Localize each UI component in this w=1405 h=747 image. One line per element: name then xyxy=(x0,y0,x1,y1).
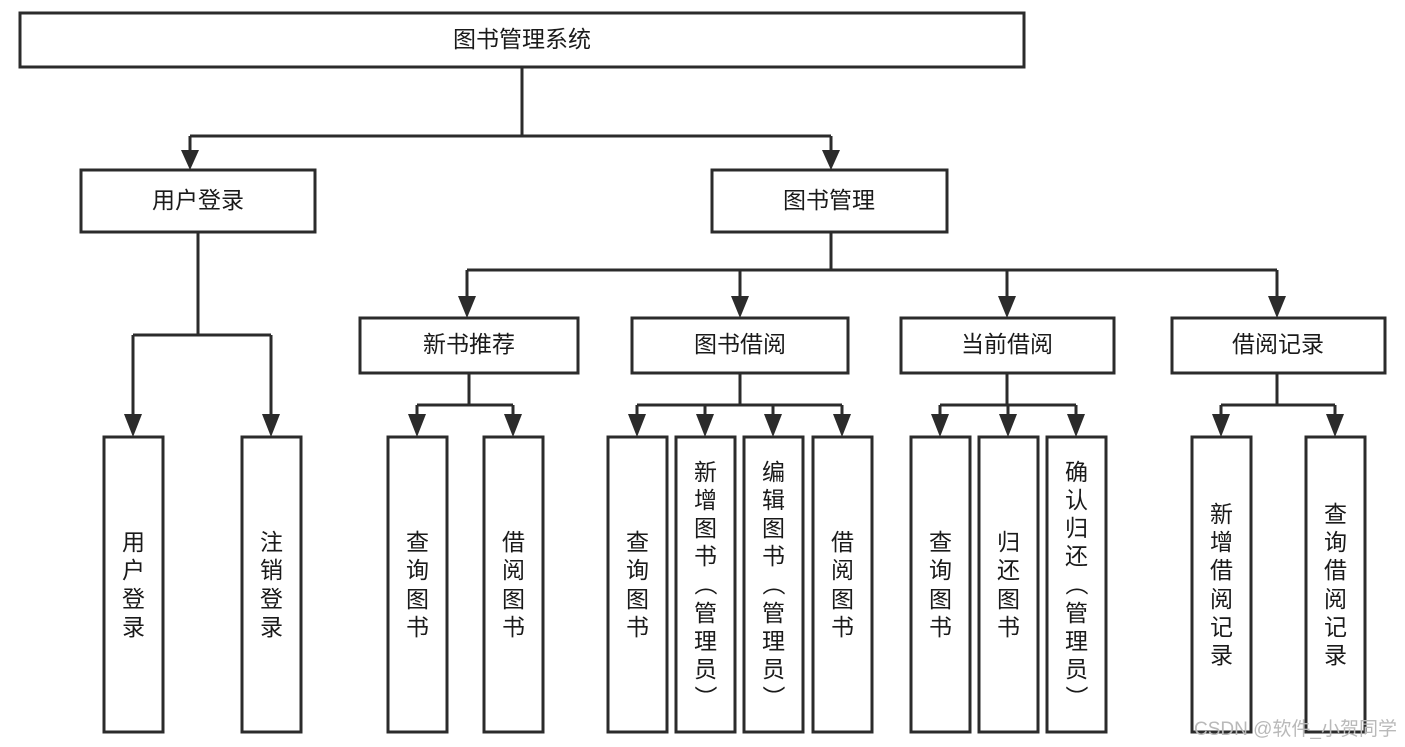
connectors-current-borrow-to-leaves xyxy=(931,373,1085,437)
arrowhead-br-leaf2 xyxy=(1326,414,1344,437)
arrowhead-br-leaf1 xyxy=(1212,414,1230,437)
connectors-book-manage-to-level3 xyxy=(458,232,1286,318)
arrowhead-bb-leaf3 xyxy=(764,414,782,437)
leaf-box-borrow-book-1[interactable] xyxy=(482,435,545,734)
leaf-box-add-borrow-record[interactable] xyxy=(1190,435,1253,734)
node-current-borrow[interactable]: 当前借阅 xyxy=(899,316,1116,375)
leaf-box-borrow-book-2[interactable] xyxy=(811,435,874,734)
current-borrow-box[interactable] xyxy=(899,316,1116,375)
borrow-record-label: 借阅记录 xyxy=(1232,331,1324,357)
user-login-label: 用户登录 xyxy=(152,187,244,213)
root-box[interactable] xyxy=(18,11,1026,69)
leaf-box-logout[interactable] xyxy=(240,435,303,734)
arrowhead-leaf-user-login xyxy=(124,414,142,437)
arrowhead-cb-leaf1 xyxy=(931,414,949,437)
root-label: 图书管理系统 xyxy=(453,26,591,52)
current-borrow-label: 当前借阅 xyxy=(961,331,1053,357)
arrowhead-to-user-login xyxy=(181,150,199,170)
arrowhead-bb-leaf1 xyxy=(628,414,646,437)
node-new-book-recommend[interactable]: 新书推荐 xyxy=(358,316,580,375)
book-management-label: 图书管理 xyxy=(783,187,875,213)
arrowhead-new-book-recommend xyxy=(458,296,476,318)
connectors-user-login-to-leaves xyxy=(124,232,280,437)
connectors-book-borrow-to-leaves xyxy=(628,373,851,437)
leaf-box-query-book-1[interactable] xyxy=(386,435,449,734)
leaf-boxes-book-borrow xyxy=(606,435,874,734)
new-book-recommend-box[interactable] xyxy=(358,316,580,375)
node-user-login[interactable]: 用户登录 xyxy=(79,168,317,234)
arrowhead-cb-leaf2 xyxy=(999,414,1017,437)
leaf-box-confirm-return-admin[interactable] xyxy=(1045,435,1108,734)
node-borrow-record[interactable]: 借阅记录 xyxy=(1170,316,1387,375)
leaf-boxes-borrow-record xyxy=(1190,435,1367,734)
leaf-box-query-book-3[interactable] xyxy=(909,435,972,734)
new-book-recommend-label: 新书推荐 xyxy=(423,331,515,357)
arrowhead-to-book-manage xyxy=(822,150,840,170)
arrowhead-cb-leaf3 xyxy=(1067,414,1085,437)
arrowhead-nb-leaf2 xyxy=(504,414,522,437)
leaf-boxes-current-borrow xyxy=(909,435,1108,734)
node-book-management[interactable]: 图书管理 xyxy=(710,168,949,234)
leaf-box-return-book[interactable] xyxy=(977,435,1040,734)
leaf-box-add-book-admin[interactable] xyxy=(674,435,737,734)
connectors-new-book-to-leaves xyxy=(408,373,522,437)
connectors-borrow-record-to-leaves xyxy=(1212,373,1344,437)
arrowhead-bb-leaf2 xyxy=(696,414,714,437)
node-root-book-management-system[interactable]: 图书管理系统 xyxy=(18,11,1026,69)
book-borrow-label: 图书借阅 xyxy=(694,331,786,357)
arrowhead-book-borrow xyxy=(731,296,749,318)
arrowhead-borrow-record xyxy=(1268,296,1286,318)
book-management-box[interactable] xyxy=(710,168,949,234)
arrowhead-leaf-logout xyxy=(262,414,280,437)
leaf-box-query-borrow-record[interactable] xyxy=(1304,435,1367,734)
book-borrow-box[interactable] xyxy=(630,316,850,375)
leaf-box-user-login[interactable] xyxy=(102,435,165,734)
leaf-boxes-new-book-recommend xyxy=(386,435,545,734)
connectors-root-to-level2 xyxy=(181,67,840,170)
arrowhead-nb-leaf1 xyxy=(408,414,426,437)
user-login-box[interactable] xyxy=(79,168,317,234)
watermark-label: CSDN @软件_小贺同学 xyxy=(1194,719,1397,740)
leaf-boxes-user-login xyxy=(102,435,303,734)
leaf-box-query-book-2[interactable] xyxy=(606,435,669,734)
node-book-borrow[interactable]: 图书借阅 xyxy=(630,316,850,375)
leaf-box-edit-book-admin[interactable] xyxy=(742,435,805,734)
arrowhead-bb-leaf4 xyxy=(833,414,851,437)
borrow-record-box[interactable] xyxy=(1170,316,1387,375)
arrowhead-current-borrow xyxy=(998,296,1016,318)
